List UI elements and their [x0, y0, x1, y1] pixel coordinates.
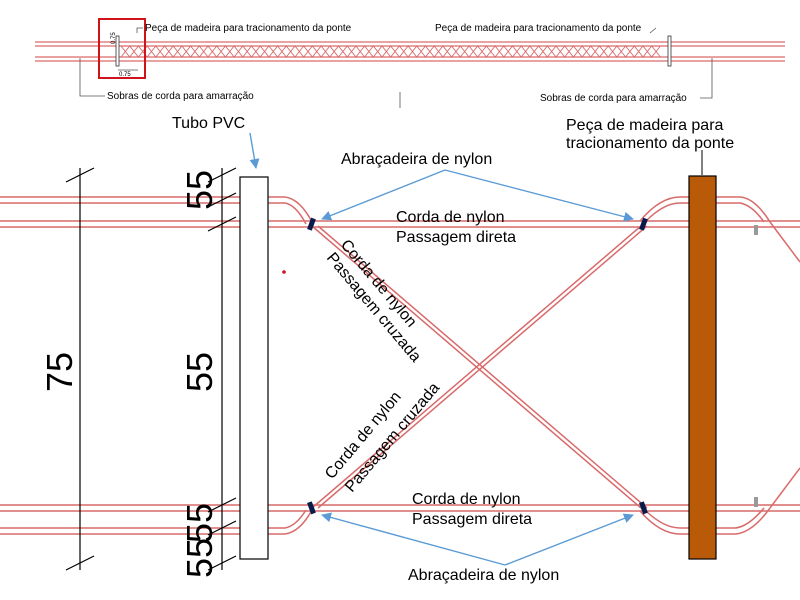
- nylon-clamps: [307, 217, 758, 515]
- wood-piece: [688, 175, 717, 560]
- callout-arrows: [249, 132, 634, 566]
- overview-highlight-box: [98, 18, 146, 79]
- detail-ropes-cross: [311, 225, 648, 509]
- arrow-pvc: [249, 132, 260, 169]
- dim-top: 55: [179, 170, 220, 210]
- dimension-lines: [65, 167, 237, 571]
- label-direct-bottom-1: Corda de nylon: [412, 491, 521, 508]
- overview-truss-zigzag-alt: [120, 45, 661, 58]
- dim-bottom-a: 55: [179, 503, 220, 543]
- overview-label-wood-left: Peça de madeira para tracionamento da po…: [145, 23, 352, 34]
- dim-middle: 55: [179, 352, 220, 392]
- arrow-clamp-bottom-right: [504, 513, 634, 566]
- overview-label-rope-right: Sobras de corda para amarração: [540, 93, 687, 104]
- overview-strip: 0.75 0.75 Peça de madeira para tracionam…: [35, 18, 785, 108]
- clamp-bottom-right: [639, 501, 648, 515]
- dim-total: 75: [39, 352, 80, 392]
- label-clamp-bottom: Abraçadeira de nylon: [408, 567, 559, 584]
- label-tubo-pvc: Tubo PVC: [172, 115, 245, 132]
- clamp-bottom-left: [307, 501, 316, 515]
- overview-truss: [120, 45, 661, 58]
- overview-label-rope-left: Sobras de corda para amarração: [107, 91, 254, 102]
- overview-truss-zigzag: [120, 45, 661, 58]
- marker-dot: [282, 270, 286, 274]
- arrow-clamp-top-right: [444, 169, 634, 222]
- arrow-clamp-bottom-left: [321, 512, 506, 566]
- label-direct-top-2: Passagem direta: [396, 229, 516, 246]
- detail-view: 75 55 55 55 55 Tubo PVC Peça de madeira …: [0, 115, 800, 584]
- pvc-tube: [239, 176, 269, 560]
- overview-dim-a: 0.75: [111, 32, 117, 44]
- label-wood-line2: tracionamento da ponte: [566, 135, 734, 152]
- overview-label-wood-right: Peça de madeira para tracionamento da po…: [435, 23, 642, 34]
- overview-ropes: [35, 41, 785, 62]
- overview-dim-b: 0.75: [119, 72, 131, 78]
- overview-left-post: [115, 35, 120, 67]
- overview-leaders: [79, 27, 713, 108]
- clamp-top-left: [307, 217, 316, 231]
- clamp-top-right: [639, 217, 648, 231]
- label-direct-bottom-2: Passagem direta: [412, 511, 532, 528]
- detail-ropes-horizontal: [0, 196, 800, 535]
- label-direct-top-1: Corda de nylon: [396, 209, 505, 226]
- label-wood-line1: Peça de madeira para: [566, 117, 724, 134]
- arrow-clamp-top-left: [321, 169, 446, 221]
- dim-bottom-b: 55: [179, 538, 220, 578]
- overview-right-post: [667, 35, 672, 67]
- label-clamp-top: Abraçadeira de nylon: [341, 151, 492, 168]
